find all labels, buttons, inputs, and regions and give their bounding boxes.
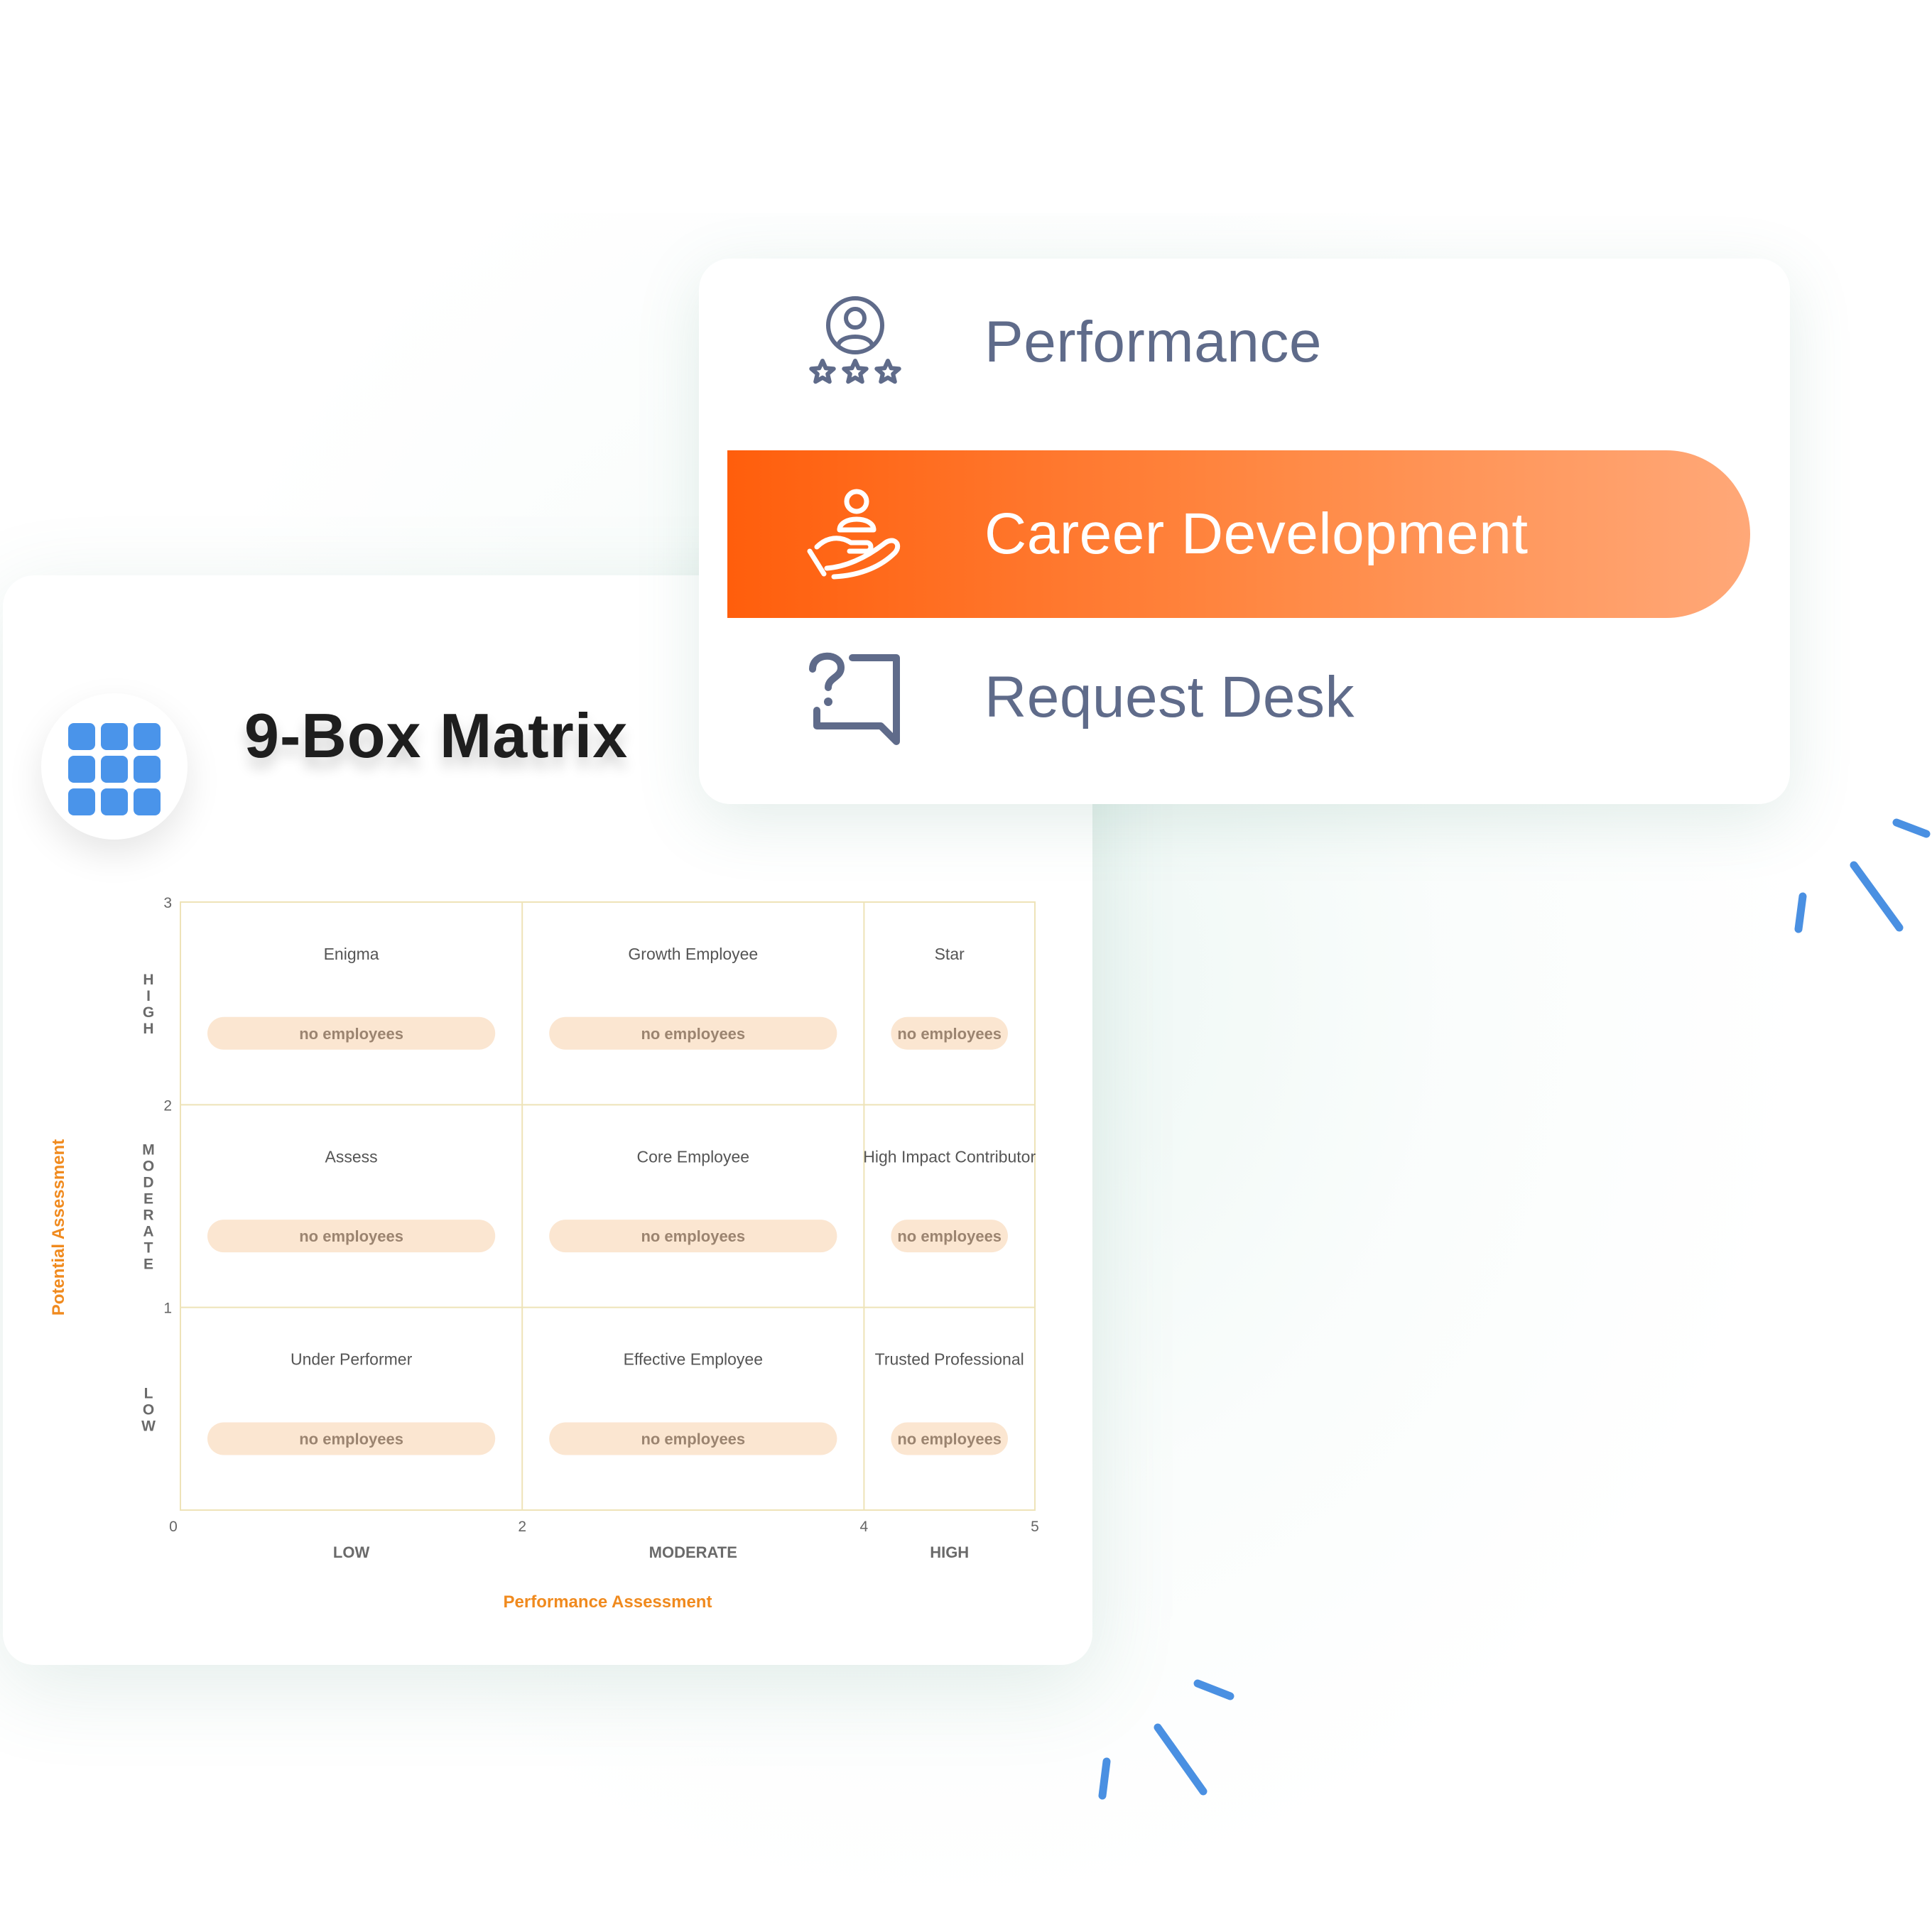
menu-item-career-development[interactable]: Career Development bbox=[727, 450, 1750, 618]
question-chat-icon bbox=[809, 652, 900, 745]
card-title: 9-Box Matrix bbox=[244, 700, 629, 771]
hand-user-icon bbox=[807, 489, 901, 580]
employee-count: no employees bbox=[641, 1430, 745, 1448]
employee-pill bbox=[549, 1016, 837, 1050]
y-tick-label: 2 bbox=[163, 1097, 172, 1114]
x-band-label: LOW bbox=[333, 1543, 370, 1561]
x-band-label: MODERATE bbox=[649, 1543, 737, 1561]
employee-count: no employees bbox=[641, 1227, 745, 1245]
employee-count: no employees bbox=[299, 1430, 403, 1448]
employee-count: no employees bbox=[299, 1025, 403, 1043]
grid-icon bbox=[41, 693, 188, 840]
employee-pill bbox=[891, 1016, 1008, 1050]
cell-label: High Impact Contributor bbox=[863, 1147, 1036, 1166]
x-tick-label: 0 bbox=[169, 1519, 178, 1535]
x-axis-title: Performance Assessment bbox=[504, 1592, 712, 1612]
employee-pill bbox=[207, 1016, 496, 1050]
employee-pill bbox=[207, 1422, 496, 1455]
cell-label: Growth Employee bbox=[628, 945, 758, 963]
cell-label: Effective Employee bbox=[624, 1350, 763, 1369]
nine-box-matrix: Enigma no employees Growth Employee no empl… bbox=[49, 895, 1039, 1612]
matrix-frame bbox=[180, 901, 1036, 1511]
cell-label: Assess bbox=[325, 1147, 378, 1166]
employee-pill bbox=[549, 1422, 837, 1455]
x-tick-label: 2 bbox=[518, 1519, 526, 1535]
employee-count: no employees bbox=[641, 1025, 745, 1043]
x-band-label: HIGH bbox=[930, 1543, 969, 1561]
cell-label: Trusted Professional bbox=[875, 1350, 1024, 1369]
employee-pill bbox=[891, 1220, 1008, 1253]
sparkle-decoration-bottom bbox=[1098, 1679, 1234, 1800]
employee-count: no employees bbox=[897, 1430, 1002, 1448]
employee-count: no employees bbox=[897, 1227, 1002, 1245]
award-icon bbox=[809, 296, 901, 384]
menu-item-performance[interactable]: Performance bbox=[727, 259, 1750, 426]
cell-label: Core Employee bbox=[637, 1147, 750, 1166]
y-axis-title: Potential Assessment bbox=[49, 1139, 68, 1316]
x-tick-label: 4 bbox=[860, 1519, 869, 1535]
menu-item-request-desk[interactable]: Request Desk bbox=[727, 614, 1750, 781]
x-tick-label: 5 bbox=[1031, 1519, 1039, 1535]
menu-item-label: Request Desk bbox=[984, 665, 1355, 729]
employee-count: no employees bbox=[299, 1227, 403, 1245]
y-tick-label: 1 bbox=[163, 1301, 172, 1317]
sparkle-decoration-right bbox=[1794, 818, 1931, 933]
menu-item-label: Performance bbox=[984, 310, 1322, 374]
menu-item-label: Career Development bbox=[984, 501, 1529, 566]
cell-label: Enigma bbox=[324, 945, 379, 963]
employee-pill bbox=[549, 1220, 837, 1253]
cell-label: Under Performer bbox=[291, 1350, 413, 1369]
employee-pill bbox=[891, 1422, 1008, 1455]
employee-pill bbox=[207, 1220, 496, 1253]
menu-card: Performance Career Development Request D… bbox=[699, 259, 1790, 804]
cell-label: Star bbox=[935, 945, 965, 963]
y-tick-label: 3 bbox=[163, 895, 172, 911]
employee-count: no employees bbox=[897, 1025, 1002, 1043]
